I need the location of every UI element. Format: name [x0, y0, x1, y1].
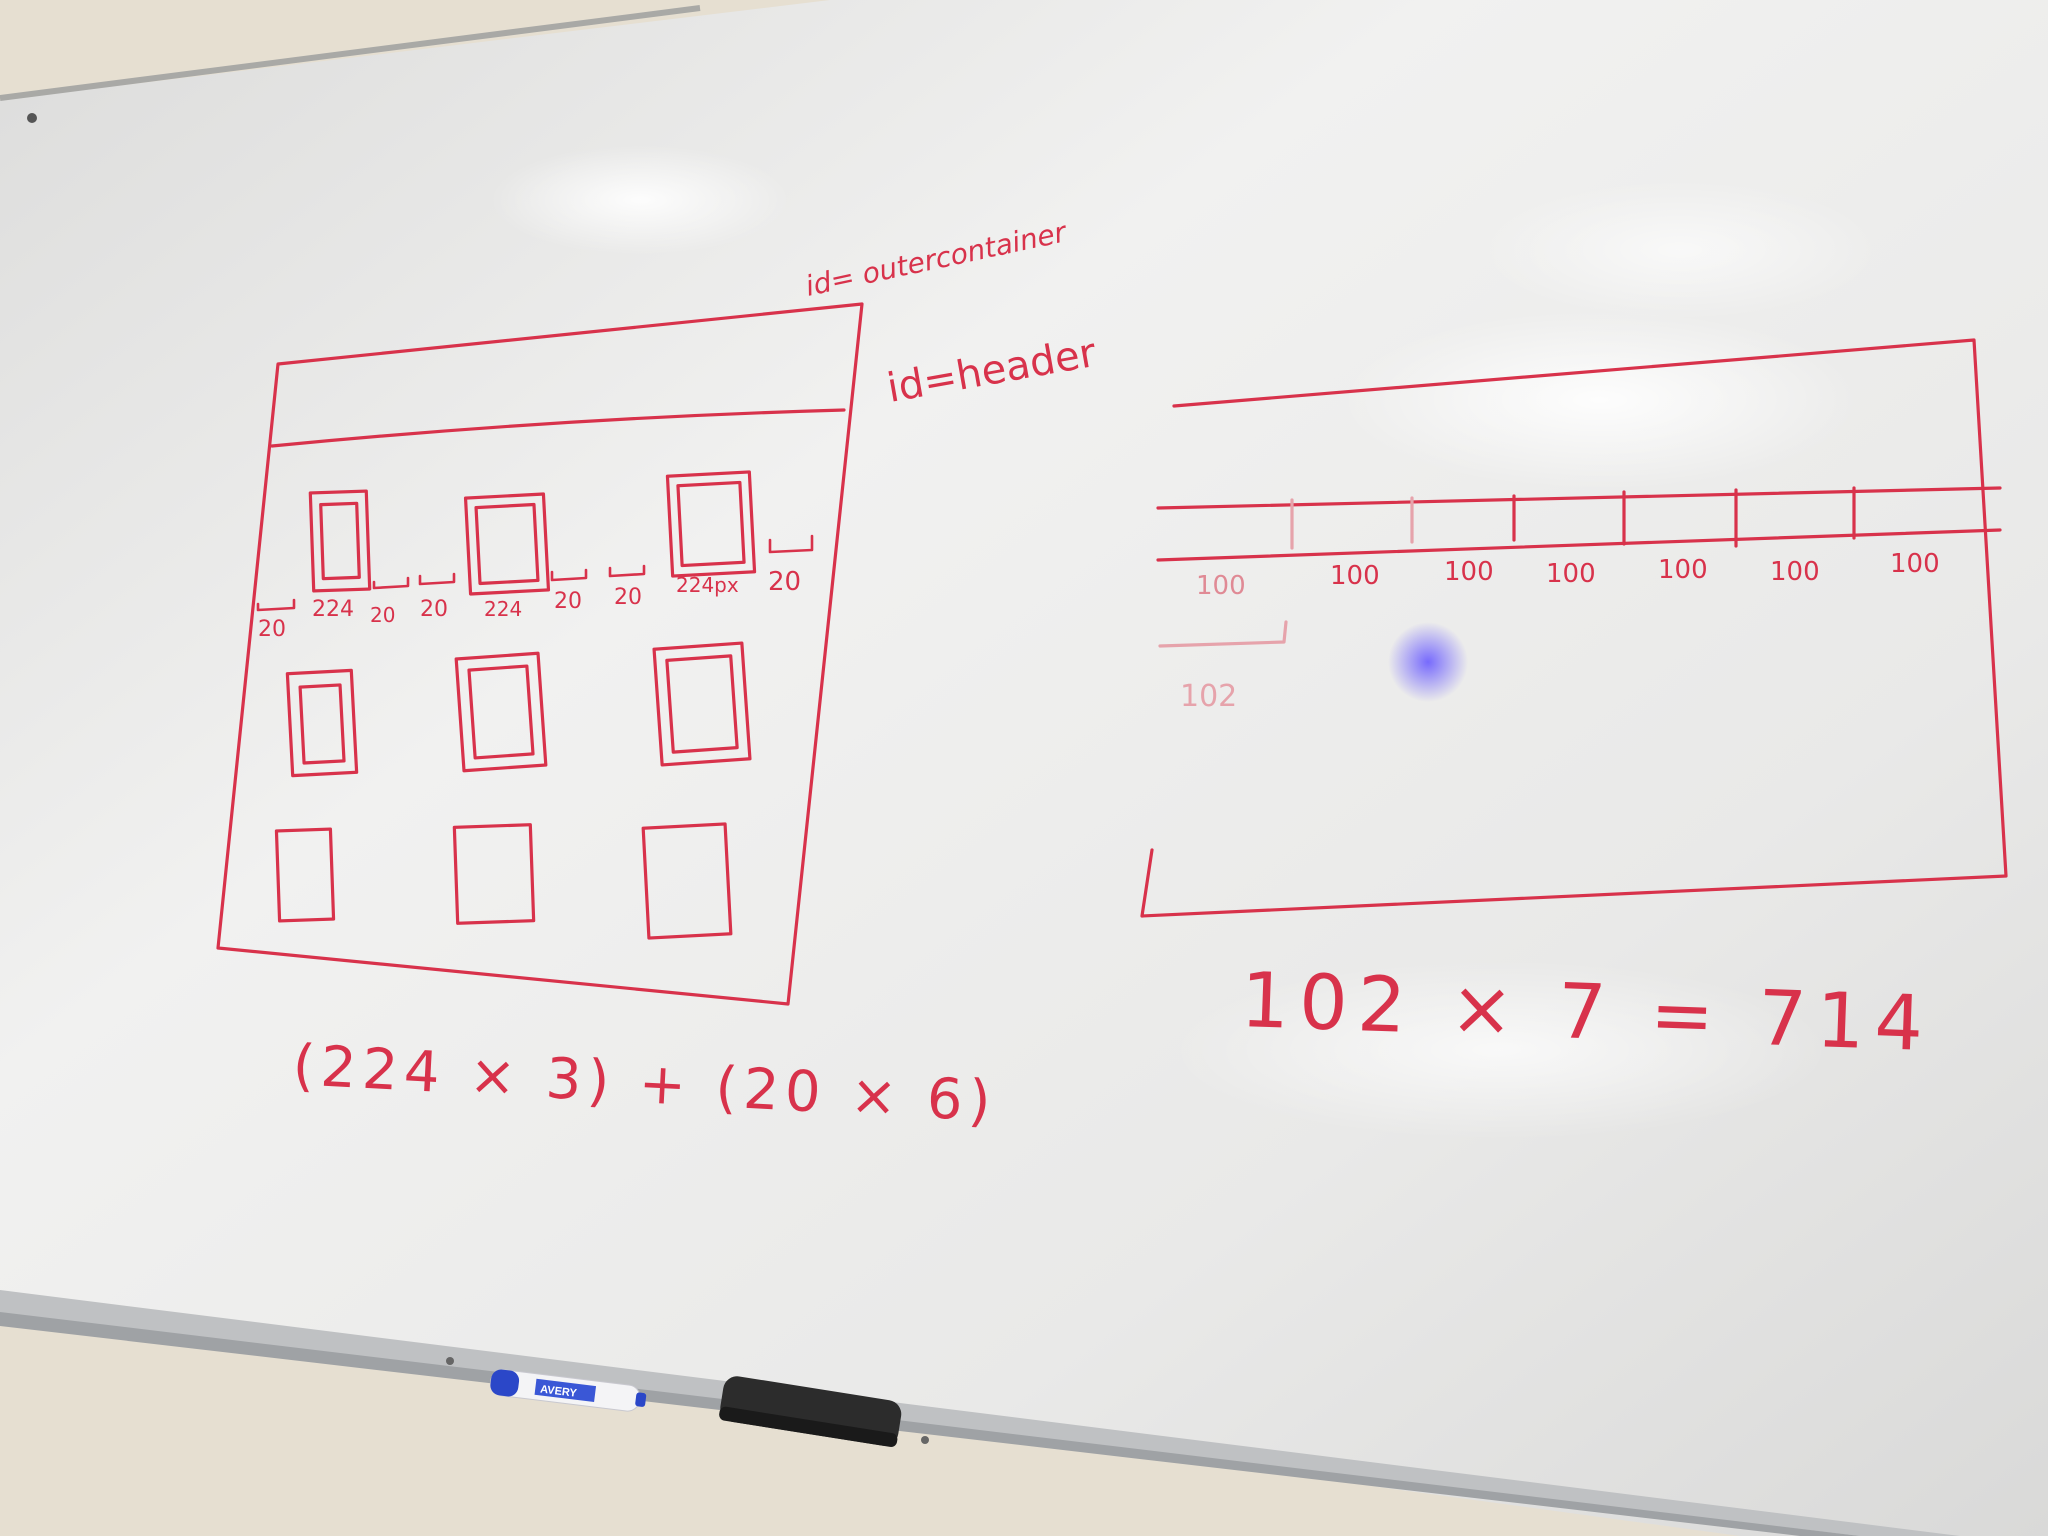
gap-label: 20	[614, 585, 642, 610]
gap-label: 20	[258, 617, 286, 642]
width-bracket	[1158, 620, 1288, 648]
gap-brackets	[256, 534, 814, 612]
right-layout-sketch	[1140, 338, 2008, 918]
marker-tray	[0, 1290, 1960, 1536]
outer-container-box	[216, 302, 864, 1006]
right-container-box	[1140, 338, 2008, 918]
left-layout-sketch	[216, 302, 864, 1006]
projector-dot	[1388, 622, 1468, 702]
tile-row-3	[274, 822, 733, 940]
gap-label: 224	[312, 597, 354, 622]
tile-row-1	[308, 470, 757, 596]
nav-dividers	[1290, 486, 1856, 550]
bracket-label: 102	[1180, 679, 1237, 714]
column-label: 100	[1330, 561, 1380, 591]
gap-label: 20	[554, 589, 582, 614]
tray-screw-icon	[446, 1357, 454, 1365]
board-top-frame	[0, 5, 701, 101]
gap-label: 20	[370, 603, 395, 627]
light-glare	[490, 145, 790, 255]
tile-row-2	[285, 641, 752, 778]
column-label: 100	[1546, 559, 1596, 589]
blue-marker[interactable]: AVERY	[489, 1368, 647, 1413]
marker-tray-lip	[0, 1312, 1860, 1536]
light-glare	[1170, 960, 1830, 1140]
light-glare	[1480, 180, 1880, 320]
column-label: 100	[1658, 555, 1708, 585]
tray-screw-icon	[921, 1436, 929, 1444]
gap-label: 20	[768, 567, 801, 597]
board-screw-icon	[27, 113, 37, 123]
column-label: 100	[1890, 549, 1940, 579]
light-glare	[1340, 310, 1860, 490]
eraser[interactable]	[718, 1374, 903, 1448]
gap-label: 224px	[676, 573, 739, 597]
gap-label: 224	[484, 597, 522, 621]
header-divider-line	[270, 408, 846, 448]
gap-label: 20	[420, 597, 448, 622]
nav-strip-top	[1156, 486, 2002, 510]
nav-strip-bottom	[1156, 528, 2002, 562]
marker-brand-label: AVERY	[539, 1383, 578, 1399]
column-label: 100	[1196, 571, 1246, 601]
column-label: 100	[1444, 557, 1494, 587]
column-label: 100	[1770, 557, 1820, 587]
